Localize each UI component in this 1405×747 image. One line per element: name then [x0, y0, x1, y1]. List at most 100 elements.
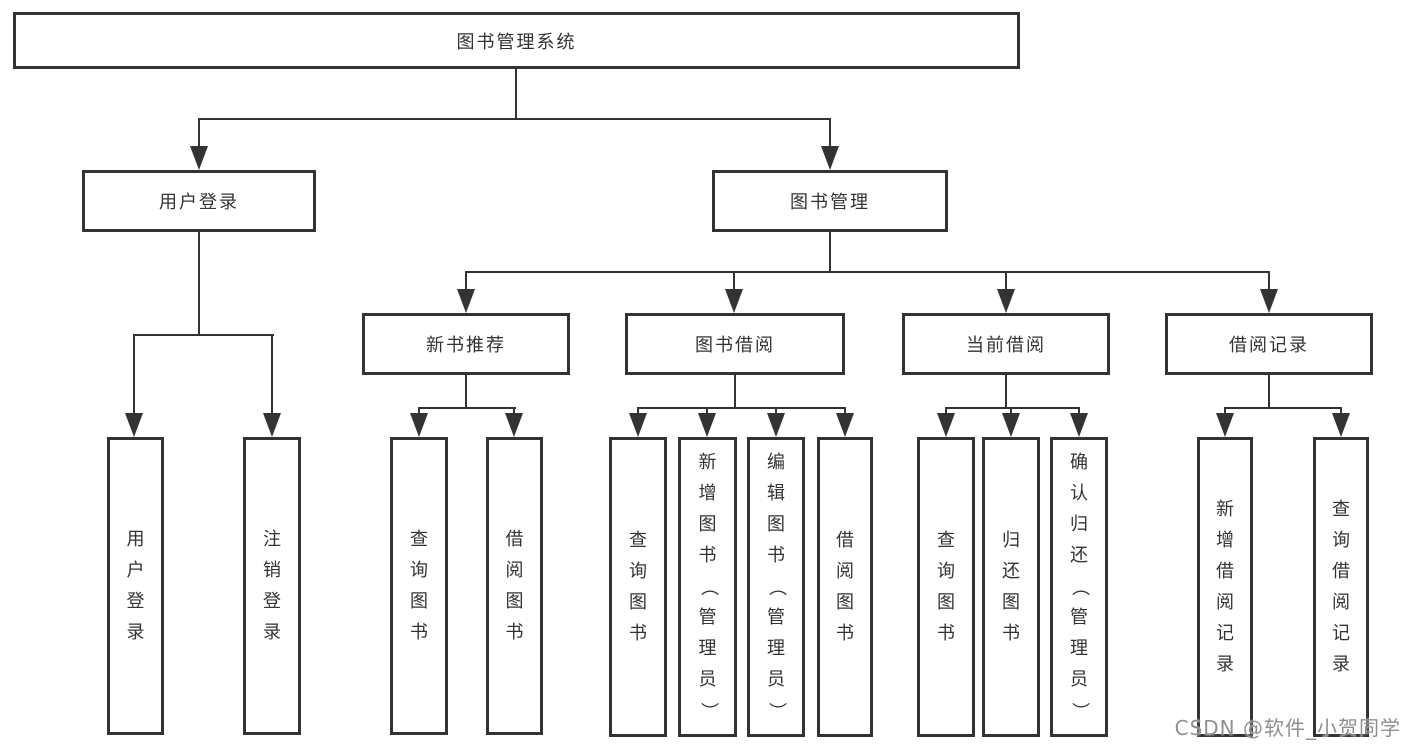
glyph: 图	[1002, 591, 1020, 613]
glyph: 图	[629, 591, 647, 613]
glyph: 编	[767, 452, 785, 473]
glyph: 书	[505, 621, 524, 643]
glyph: 认	[1070, 483, 1088, 504]
connector-arrow-stem	[465, 271, 467, 295]
arrowhead-down-icon	[263, 413, 281, 437]
glyph: 录	[1332, 653, 1350, 675]
arrowhead-down-icon	[505, 413, 523, 437]
glyph: ）	[766, 702, 787, 720]
glyph: 图	[767, 514, 785, 535]
arrowhead-down-icon	[1216, 413, 1234, 437]
glyph: 询	[937, 560, 955, 582]
glyph: 借	[836, 529, 854, 551]
node-label: 查询图书	[937, 440, 955, 734]
node-add-book-admin: 新增图书（管理员）	[678, 437, 737, 737]
glyph: 还	[1002, 560, 1020, 582]
node-borrow-books-under-borrowing: 借阅图书	[817, 437, 873, 737]
node-query-books-under-recommendation: 查询图书	[390, 437, 448, 735]
connector-line-horizontal	[638, 407, 846, 409]
node-label: 图书借阅	[695, 335, 775, 356]
glyph: 阅	[836, 560, 854, 582]
connector-arrow-stem	[198, 118, 200, 152]
node-borrow-books-under-recommendation: 借阅图书	[486, 437, 543, 735]
node-return-books: 归还图书	[982, 437, 1040, 737]
glyph: 理	[1070, 638, 1088, 659]
node-label: 归还图书	[1002, 440, 1020, 734]
glyph: 查	[1332, 498, 1350, 520]
node-label: 借阅图书	[506, 440, 524, 732]
glyph: 书	[767, 545, 785, 566]
connector-line-horizontal	[134, 334, 274, 336]
glyph: 户	[126, 559, 145, 581]
connector-line-vertical	[198, 232, 200, 335]
arrowhead-down-icon	[457, 289, 475, 313]
node-label: 图书管理	[790, 192, 870, 213]
node-new-book-recommendation: 新书推荐	[362, 313, 570, 375]
glyph: 管	[1070, 607, 1088, 628]
glyph: 登	[263, 590, 281, 612]
glyph: （	[1069, 578, 1090, 596]
connector-line-horizontal	[466, 271, 1270, 273]
arrowhead-down-icon	[1002, 413, 1020, 437]
glyph: ）	[1069, 702, 1090, 720]
glyph: 图	[937, 591, 955, 613]
node-label: 用户登录	[127, 440, 145, 732]
glyph: 询	[629, 560, 647, 582]
glyph: 录	[263, 621, 281, 643]
glyph: 增	[698, 483, 717, 504]
connector-line-horizontal	[1225, 407, 1342, 409]
glyph: 用	[126, 528, 145, 550]
glyph: 阅	[1216, 591, 1234, 613]
glyph: 询	[410, 559, 428, 581]
glyph: （	[697, 578, 719, 596]
glyph: 登	[126, 590, 145, 612]
glyph: 书	[410, 621, 428, 643]
glyph: 查	[629, 529, 647, 551]
node-label: 新增借阅记录	[1216, 440, 1234, 734]
node-current-borrowing: 当前借阅	[902, 313, 1110, 375]
glyph: 图	[836, 591, 854, 613]
node-book-management: 图书管理	[712, 170, 948, 232]
glyph: ）	[697, 702, 719, 720]
glyph: 图	[410, 590, 428, 612]
glyph: 书	[1002, 622, 1020, 644]
glyph: 销	[263, 559, 281, 581]
glyph: 员	[1070, 669, 1088, 690]
node-label: 借阅记录	[1229, 335, 1309, 356]
node-add-borrow-record: 新增借阅记录	[1197, 437, 1253, 737]
glyph: 阅	[505, 559, 524, 581]
glyph: 录	[126, 621, 145, 643]
node-edit-book-admin: 编辑图书（管理员）	[747, 437, 805, 737]
glyph: 管	[698, 607, 717, 628]
connector-line-horizontal	[946, 407, 1080, 409]
arrowhead-down-icon	[937, 413, 955, 437]
glyph: 辑	[767, 483, 785, 504]
arrowhead-down-icon	[410, 413, 428, 437]
node-label: 新书推荐	[426, 335, 506, 356]
glyph: 员	[698, 669, 717, 690]
node-query-books-under-current: 查询图书	[917, 437, 975, 737]
node-label: 查询借阅记录	[1332, 440, 1350, 734]
glyph: 新	[698, 452, 717, 473]
glyph: 增	[1216, 529, 1234, 551]
arrowhead-down-icon	[698, 413, 716, 437]
connector-line-vertical	[1005, 375, 1007, 409]
node-label: 当前借阅	[966, 335, 1046, 356]
glyph: 书	[937, 622, 955, 644]
glyph: 新	[1216, 498, 1234, 520]
connector-arrow-stem	[1005, 271, 1007, 295]
glyph: 归	[1002, 529, 1020, 551]
node-label: 借阅图书	[836, 440, 854, 734]
connector-arrow-stem	[1268, 271, 1270, 295]
glyph: 员	[767, 669, 785, 690]
node-confirm-return-admin: 确认归还（管理员）	[1050, 437, 1108, 737]
glyph: 理	[767, 638, 785, 659]
arrowhead-down-icon	[821, 146, 839, 170]
arrowhead-down-icon	[1260, 289, 1278, 313]
arrowhead-down-icon	[125, 413, 143, 437]
connector-line-vertical	[734, 375, 736, 409]
arrowhead-down-icon	[629, 413, 647, 437]
glyph: 理	[698, 638, 717, 659]
node-book-borrowing: 图书借阅	[625, 313, 845, 375]
glyph: 注	[263, 528, 281, 550]
